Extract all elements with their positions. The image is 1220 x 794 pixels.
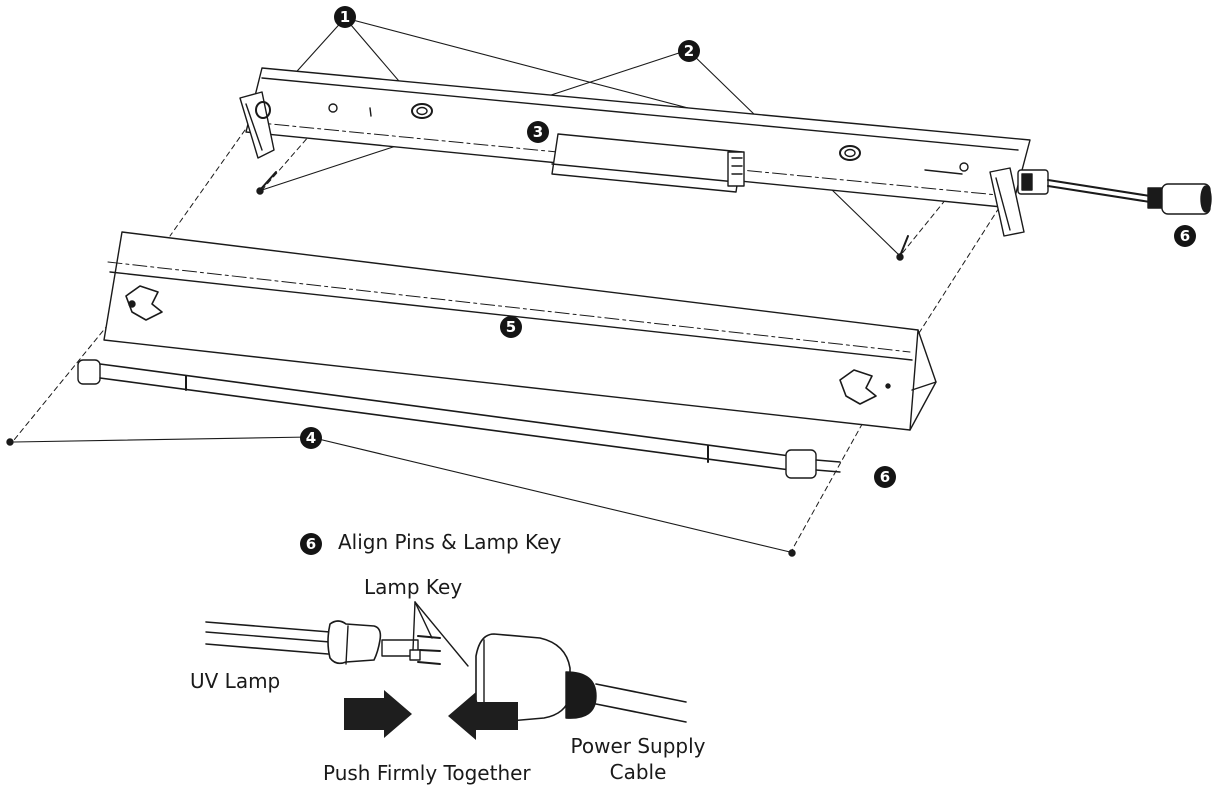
detail-title: Align Pins & Lamp Key xyxy=(338,530,562,554)
uv-lamp-label: UV Lamp xyxy=(190,669,281,693)
power-cable xyxy=(1017,169,1212,215)
push-instruction: Push Firmly Together xyxy=(323,761,531,785)
push-arrow-left xyxy=(448,692,518,740)
uv-lamp-tube xyxy=(77,359,841,479)
callout-5-badge: 5 xyxy=(500,316,522,338)
bottom-screws xyxy=(6,438,796,557)
detail-drawing xyxy=(205,601,687,740)
lamp-clips xyxy=(125,285,877,405)
power-supply-label: Power Supply Cable xyxy=(562,736,714,782)
top-screws xyxy=(256,171,909,261)
callout-6-top-badge: 6 xyxy=(1174,225,1196,247)
callout-6-detail-badge: 6 xyxy=(300,533,322,555)
ballast xyxy=(551,133,745,193)
callout-6-mid-badge: 6 xyxy=(874,466,896,488)
push-arrow-right xyxy=(344,690,412,738)
callout-1-badge: 1 xyxy=(334,6,356,28)
power-supply-line2: Cable xyxy=(609,760,667,784)
callout-2-badge: 2 xyxy=(678,40,700,62)
lamp-key-label: Lamp Key xyxy=(364,575,463,599)
power-supply-line1: Power Supply xyxy=(570,734,706,758)
callout-4-badge: 4 xyxy=(300,427,322,449)
callout-3-badge: 3 xyxy=(527,121,549,143)
